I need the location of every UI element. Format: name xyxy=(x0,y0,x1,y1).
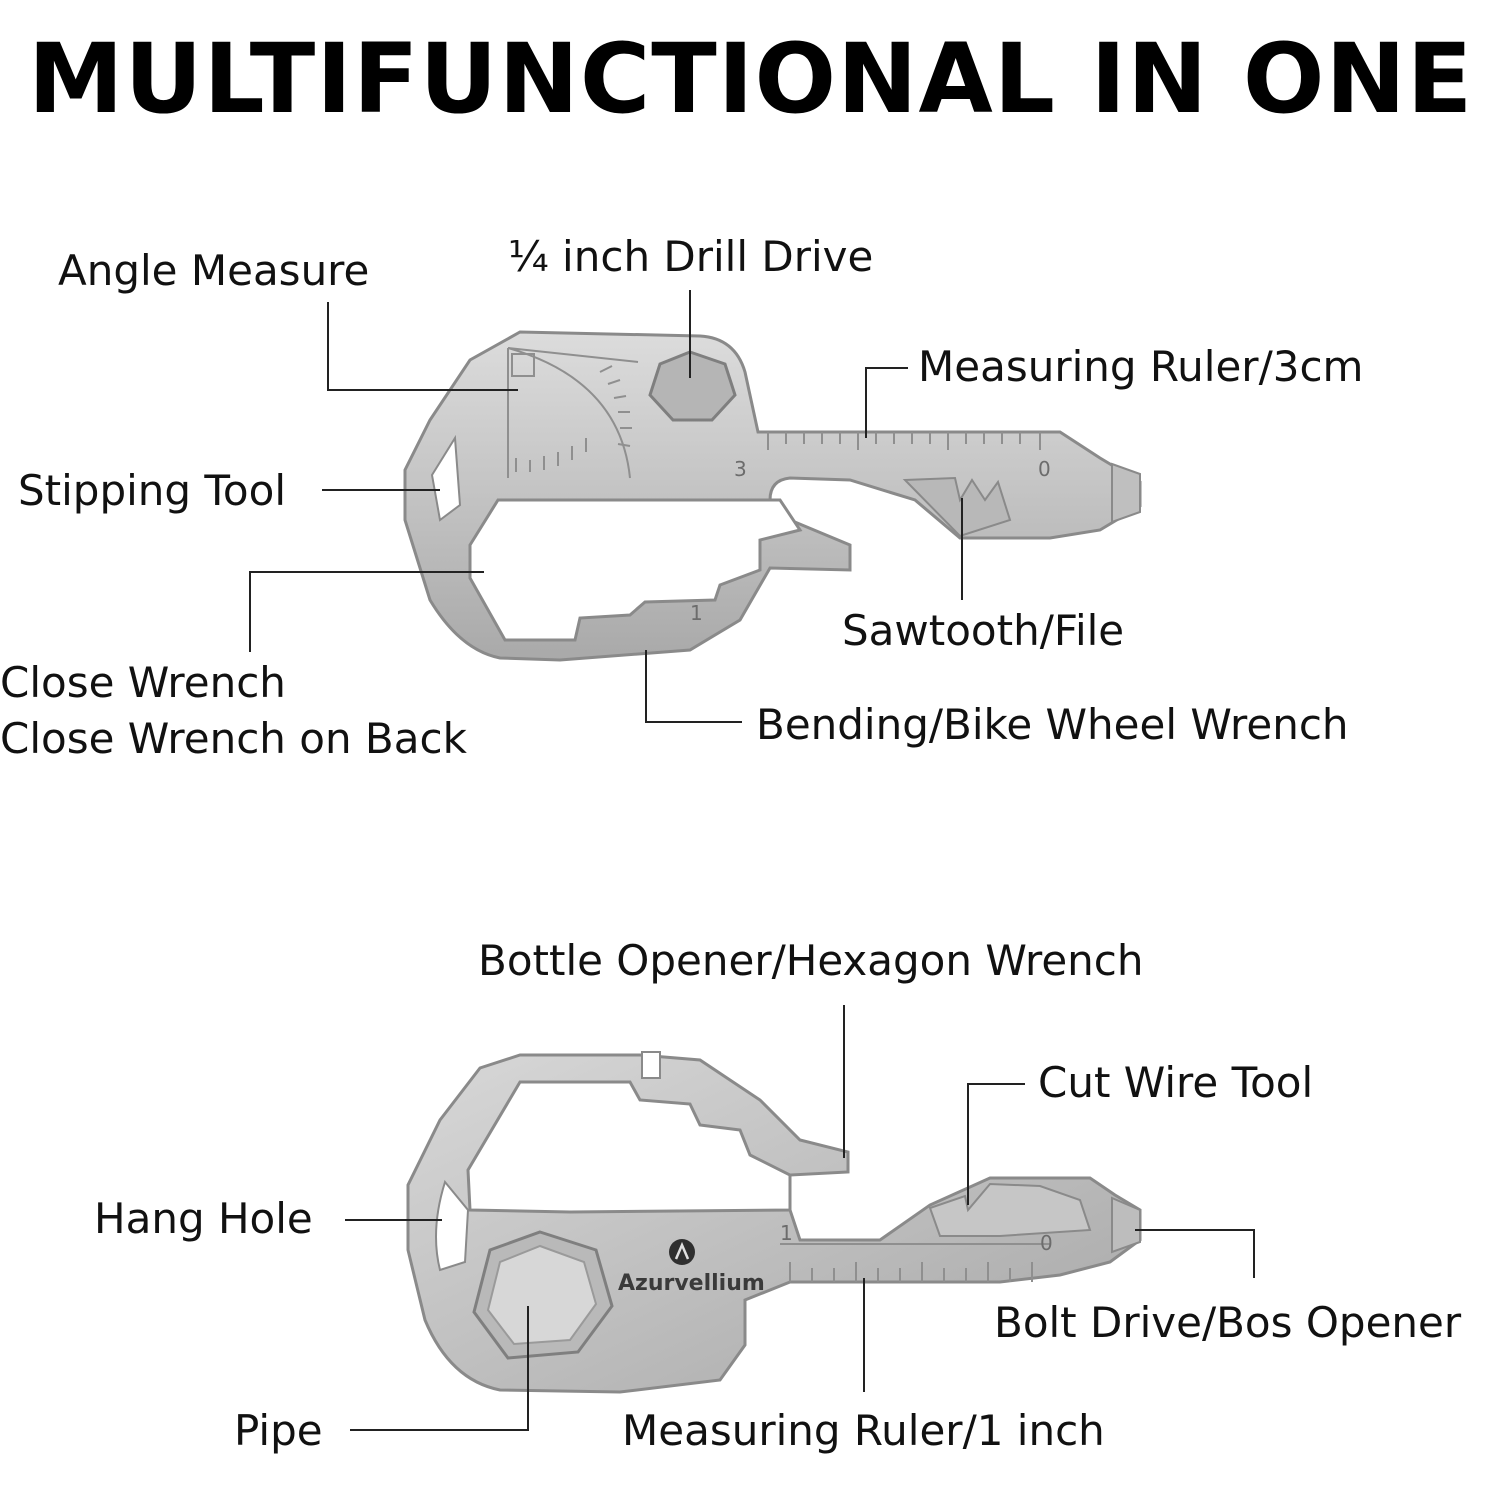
bottom-key-tool: Azurvellium 1 0 xyxy=(406,1051,1142,1394)
label-cut-wire: Cut Wire Tool xyxy=(1038,1058,1314,1107)
top-ruler-ticks xyxy=(767,432,1041,450)
leader-pipe xyxy=(350,1306,529,1431)
stripping-slot xyxy=(430,434,462,522)
label-pipe: Pipe xyxy=(234,1406,323,1455)
hang-hole xyxy=(435,1179,470,1272)
leader-close-wrench xyxy=(249,571,484,652)
bottom-bolt-drive-tip xyxy=(1111,1196,1141,1254)
top-bolt-drive-tip xyxy=(1111,462,1141,524)
label-close-wrench: Close Wrench xyxy=(0,658,286,707)
label-drill-drive: ¼ inch Drill Drive xyxy=(508,232,874,281)
cut-wire-teeth xyxy=(928,1182,1092,1237)
close-wrench-cutout xyxy=(468,498,803,642)
page-title: MULTIFUNCTIONAL IN ONE xyxy=(28,23,1474,135)
leader-cut-wire xyxy=(967,1083,1025,1205)
top-notch xyxy=(641,1051,661,1079)
label-sawtooth-file: Sawtooth/File xyxy=(842,606,1125,655)
top-leader-lines xyxy=(249,290,963,723)
protractor-ticks xyxy=(515,365,632,472)
bottle-opener-cavity xyxy=(466,1080,792,1214)
label-bottle-opener: Bottle Opener/Hexagon Wrench xyxy=(478,936,1144,985)
bottom-ruler-end-label: 0 xyxy=(1040,1231,1053,1255)
angle-square-mark xyxy=(511,353,535,377)
bottom-ruler-ticks xyxy=(780,1243,1050,1282)
label-angle-measure: Angle Measure xyxy=(58,246,370,295)
brand-logo-mark xyxy=(674,1241,690,1260)
top-sawtooth xyxy=(902,476,1012,538)
label-close-wrench-back: Close Wrench on Back xyxy=(0,714,467,763)
leader-ruler-3cm xyxy=(865,367,908,438)
label-bending-wrench: Bending/Bike Wheel Wrench xyxy=(756,700,1349,749)
top-ruler-start-label: 3 xyxy=(734,457,747,481)
leader-angle-measure xyxy=(327,302,518,391)
bottom-ruler-start-label: 1 xyxy=(780,1221,793,1245)
top-wrench-mark: 1 xyxy=(690,601,703,625)
top-ruler-end-label: 0 xyxy=(1038,457,1051,481)
label-bolt-drive: Bolt Drive/Bos Opener xyxy=(994,1298,1462,1347)
label-ruler-3cm: Measuring Ruler/3cm xyxy=(918,342,1364,391)
label-stripping-tool: Stipping Tool xyxy=(18,466,286,515)
label-ruler-inch: Measuring Ruler/1 inch xyxy=(622,1406,1105,1455)
top-key-tool: 3 0 1 xyxy=(403,330,1142,662)
leader-bending-wrench xyxy=(645,650,742,723)
label-hang-hole: Hang Hole xyxy=(94,1194,313,1243)
pipe-hex-inner xyxy=(486,1244,598,1346)
leader-bolt-drive xyxy=(1135,1229,1255,1278)
bottom-leader-lines xyxy=(345,1005,1255,1431)
drill-drive-hex xyxy=(648,350,737,422)
brand-name: Azurvellium xyxy=(618,1271,765,1296)
